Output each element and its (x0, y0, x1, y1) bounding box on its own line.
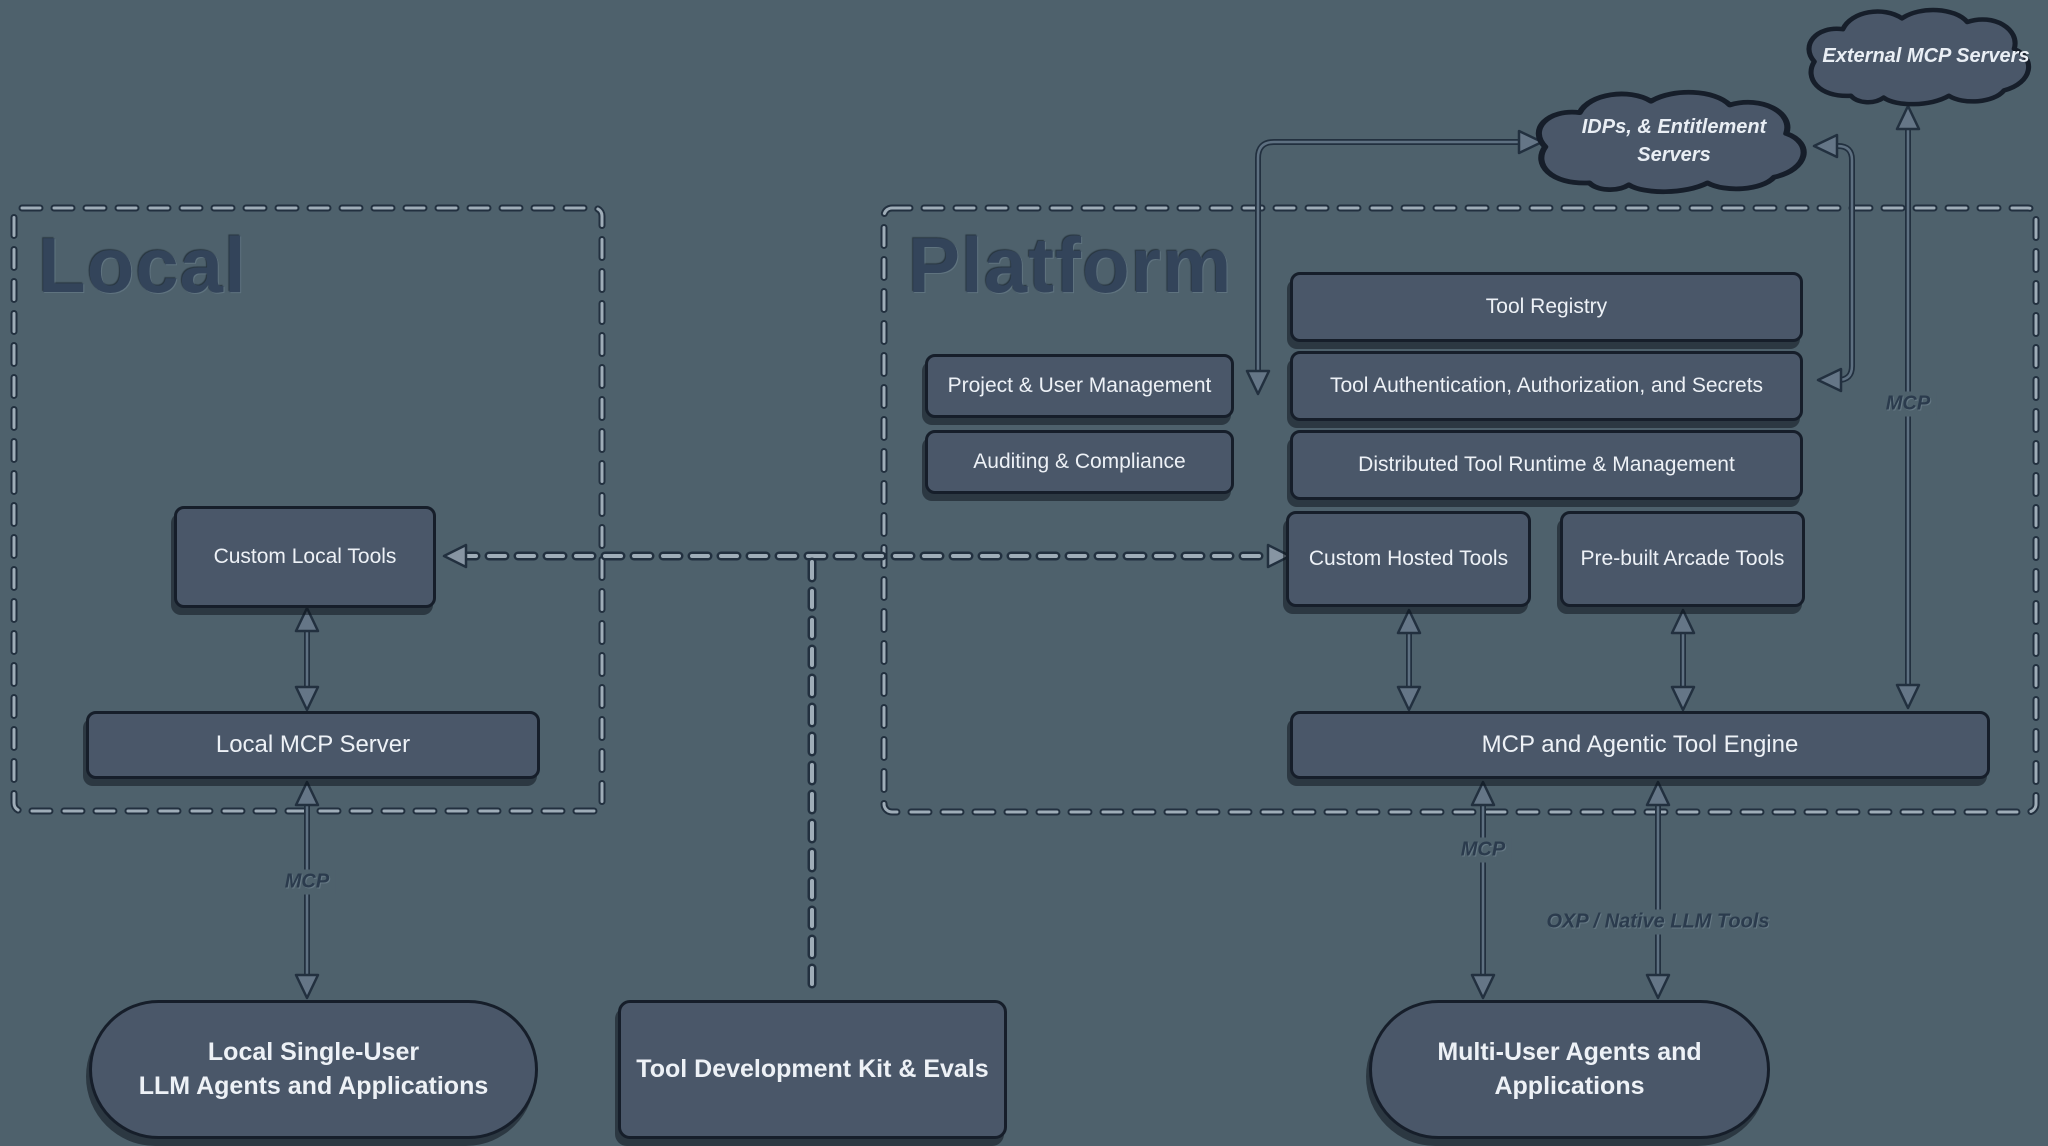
node-tool-development-kit: Tool Development Kit & Evals (618, 1000, 1007, 1139)
idp-cloud-text-line1: IDPs, & Entitlement (1581, 116, 1767, 138)
node-mcp-agentic-tool-engine-label: MCP and Agentic Tool Engine (1481, 730, 1799, 758)
external-mcp-cloud (1806, 7, 2032, 107)
node-custom-local-tools-label: Custom Local Tools (213, 544, 397, 568)
external-mcp-cloud-label: External MCP Servers (1812, 30, 2040, 82)
edge-hostedtools-engine (1396, 608, 1422, 712)
node-tool-registry: Tool Registry (1290, 272, 1803, 342)
node-prebuilt-arcade-tools: Pre-built Arcade Tools (1560, 511, 1805, 607)
node-distributed-runtime: Distributed Tool Runtime & Management (1290, 430, 1803, 500)
node-multi-user-agents: Multi-User Agents and Applications (1369, 1000, 1770, 1139)
edge-engine-agents-oxp (1645, 780, 1671, 1000)
edge-label-mcp-external: MCP (1878, 391, 1938, 417)
edge-toolauth-idp (1812, 133, 1855, 393)
node-multi-user-agents-line2: Applications (1494, 1071, 1645, 1100)
node-prebuilt-arcade-tools-label: Pre-built Arcade Tools (1580, 546, 1785, 570)
node-tool-auth-label: Tool Authentication, Authorization, and … (1329, 373, 1764, 397)
node-mcp-agentic-tool-engine: MCP and Agentic Tool Engine (1290, 711, 1990, 779)
edge-prebuilttools-engine (1670, 608, 1696, 712)
node-local-single-user-agents-line1: Local Single-User (207, 1037, 420, 1066)
node-tool-development-kit-label: Tool Development Kit & Evals (636, 1054, 989, 1083)
idp-cloud (1535, 90, 1807, 195)
edge-label-mcp-local: MCP (277, 869, 337, 895)
node-local-mcp-server: Local MCP Server (86, 711, 540, 779)
node-project-user-mgmt: Project & User Management (925, 354, 1234, 418)
node-local-mcp-server-label: Local MCP Server (215, 730, 411, 758)
node-local-single-user-agents: Local Single-User LLM Agents and Applica… (89, 1000, 538, 1139)
edge-customlocal-localmcp (294, 606, 320, 712)
node-tool-registry-label: Tool Registry (1485, 294, 1608, 318)
node-local-single-user-agents-line2: LLM Agents and Applications (138, 1071, 489, 1100)
node-distributed-runtime-label: Distributed Tool Runtime & Management (1358, 452, 1735, 476)
edge-label-oxp: OXP / Native LLM Tools (1539, 909, 1777, 935)
node-multi-user-agents-line1: Multi-User Agents and (1437, 1037, 1702, 1066)
node-auditing-compliance: Auditing & Compliance (925, 430, 1234, 494)
node-tool-auth: Tool Authentication, Authorization, and … (1290, 351, 1803, 421)
node-custom-hosted-tools-label: Custom Hosted Tools (1308, 546, 1509, 570)
edge-projectmgmt-idp (1245, 129, 1544, 396)
node-auditing-compliance-label: Auditing & Compliance (973, 449, 1186, 473)
external-mcp-cloud-text: External MCP Servers (1822, 45, 2030, 67)
node-project-user-mgmt-label: Project & User Management (947, 373, 1212, 397)
idp-cloud-text-line2: Servers (1637, 144, 1711, 166)
edge-engine-agents-mcp (1470, 780, 1496, 1000)
local-container-title: Local (38, 221, 247, 309)
edge-label-mcp-engine: MCP (1453, 837, 1513, 863)
platform-container-border (880, 204, 2040, 816)
node-custom-local-tools: Custom Local Tools (174, 506, 436, 608)
node-custom-hosted-tools: Custom Hosted Tools (1286, 511, 1531, 607)
platform-container-title: Platform (908, 221, 1233, 309)
dashed-edge-local-hosted-tools (442, 543, 1292, 569)
idp-cloud-label: IDPs, & Entitlement Servers (1546, 108, 1802, 174)
